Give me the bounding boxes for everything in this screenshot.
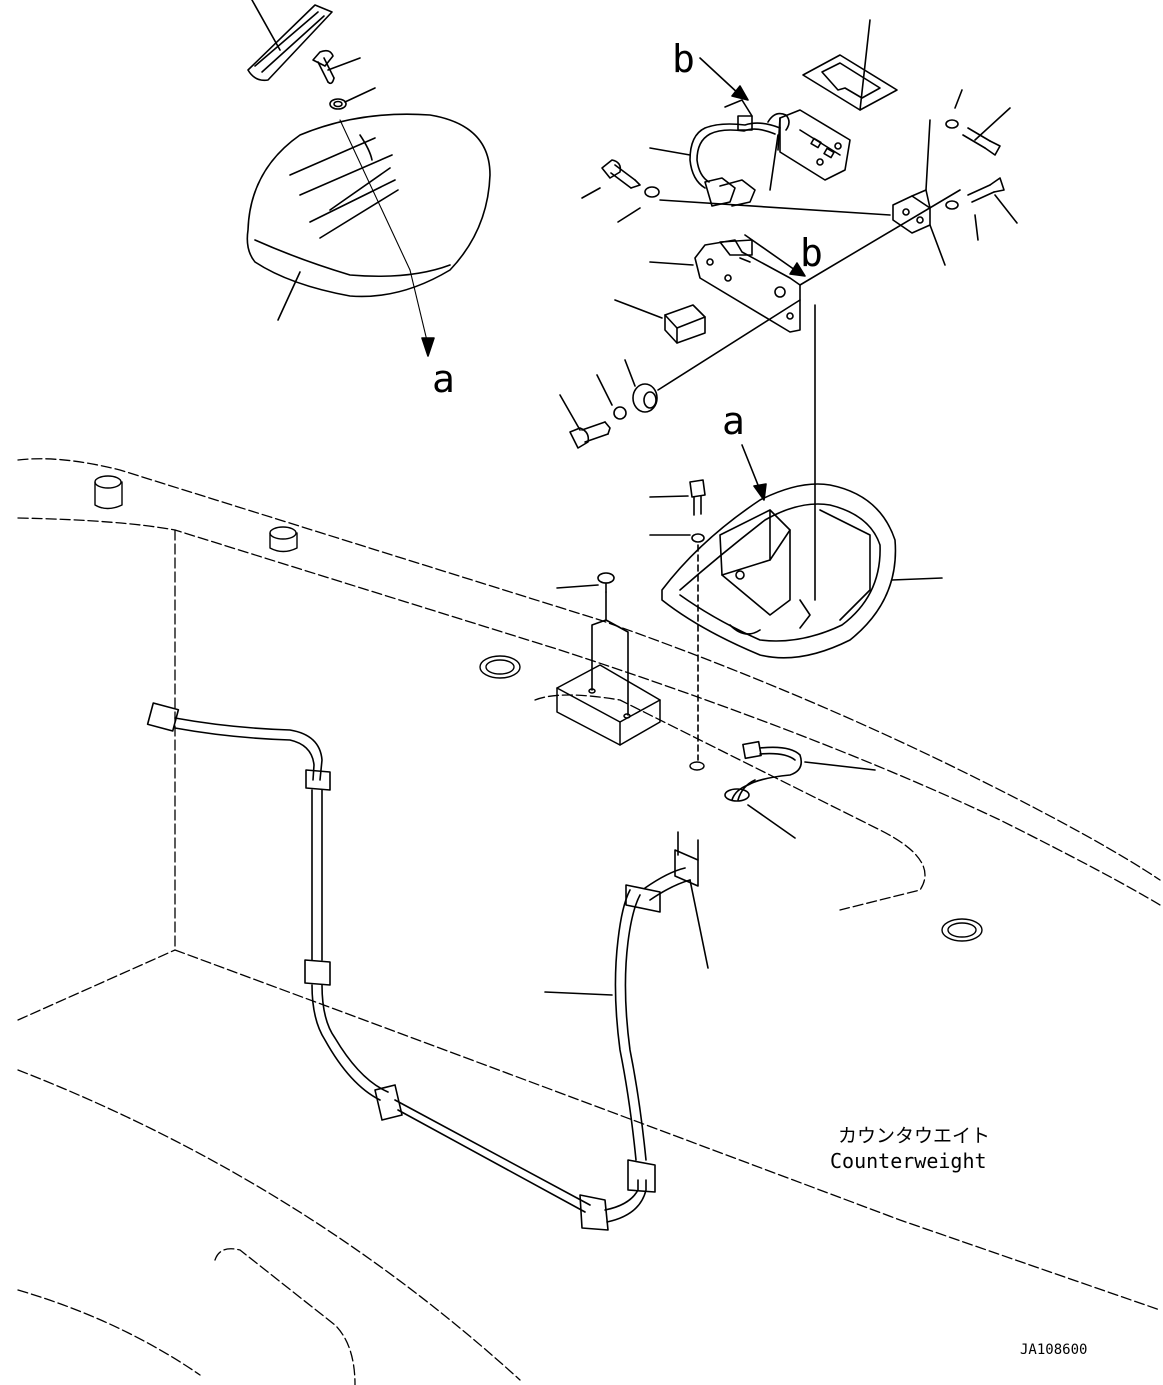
lamp-cover xyxy=(246,113,491,298)
leader-axis xyxy=(339,119,411,271)
callout-b-mid: b xyxy=(800,231,823,275)
arrow-b-mid xyxy=(744,234,796,271)
base-bolt xyxy=(649,479,706,761)
angle-bracket xyxy=(892,119,946,266)
arrow-b-top xyxy=(699,57,741,96)
mounting-plate xyxy=(649,189,961,601)
mid-left-bolts xyxy=(581,159,891,223)
short-harness xyxy=(724,740,876,839)
rubber-pad xyxy=(614,299,706,344)
clip-screw xyxy=(556,572,629,716)
callout-b-top: b xyxy=(672,37,695,81)
counterweight-label-en: Counterweight xyxy=(830,1149,987,1173)
callout-a-mid: a xyxy=(722,399,745,443)
u-bracket xyxy=(802,19,898,111)
mounting-block xyxy=(556,664,661,746)
arrow-a-mid xyxy=(741,444,761,491)
right-bolts xyxy=(945,89,1018,241)
counterweight-bosses xyxy=(94,475,983,942)
spacer-bolt xyxy=(559,299,801,449)
counterweight-outline xyxy=(17,458,1161,1385)
switch-harness xyxy=(649,99,790,207)
lens-piece xyxy=(247,0,333,82)
lamp-base xyxy=(661,483,943,659)
cover-bolt xyxy=(312,49,376,110)
leader-cover xyxy=(277,271,301,321)
counterweight-label-jp: カウンタウエイト xyxy=(838,1125,990,1147)
callout-a-top: a xyxy=(432,357,455,401)
drawing-number: JA108600 xyxy=(1020,1342,1087,1358)
long-harness xyxy=(146,702,709,1231)
switch-assembly xyxy=(777,109,851,181)
